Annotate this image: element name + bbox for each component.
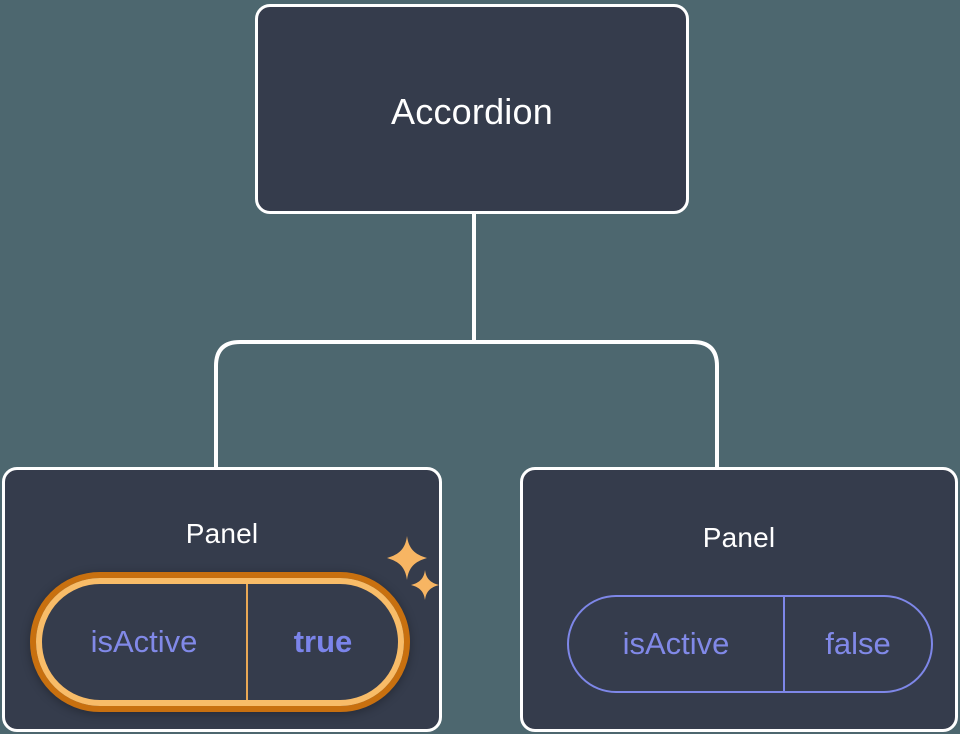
connector-branch-left [214, 340, 474, 470]
prop-pill-isactive-false[interactable]: isActive false [567, 595, 933, 693]
node-panel-right[interactable]: Panel isActive false [520, 467, 958, 732]
prop-pill-inner: isActive true [36, 578, 404, 706]
connector-branch-right [474, 340, 719, 468]
prop-key: isActive [569, 597, 785, 691]
node-panel-left-title: Panel [185, 518, 259, 549]
prop-key: isActive [42, 584, 248, 700]
node-accordion[interactable]: Accordion [255, 4, 689, 214]
prop-value: false [825, 626, 891, 661]
node-panel-right-title: Panel [702, 522, 776, 553]
prop-value: true [293, 624, 353, 659]
prop-pill-isactive-true[interactable]: isActive true [30, 572, 410, 712]
node-accordion-title: Accordion [391, 91, 553, 132]
